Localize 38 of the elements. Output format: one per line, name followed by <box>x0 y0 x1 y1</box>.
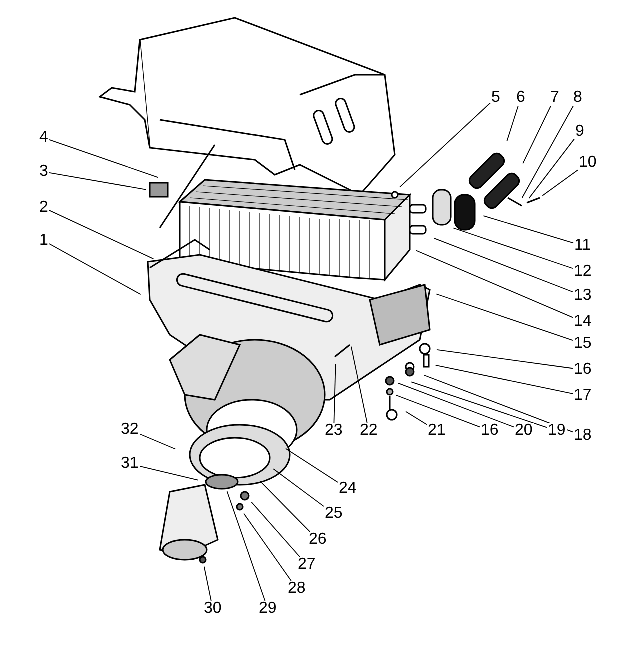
leader-line <box>424 375 574 433</box>
leader-line <box>528 138 575 199</box>
leader-line <box>285 448 338 483</box>
leader-line <box>49 172 147 190</box>
leader-line <box>244 513 292 582</box>
leader-line <box>406 411 428 426</box>
leader-line <box>435 364 574 394</box>
callout-number: 8 <box>572 90 584 106</box>
leader-line <box>411 382 548 428</box>
leader-line <box>140 434 176 450</box>
leader-line <box>416 250 574 318</box>
leader-line <box>453 228 574 270</box>
callout-number: 6 <box>516 90 526 106</box>
leader-line <box>259 480 311 532</box>
leader-line <box>334 364 336 424</box>
leader-line <box>506 106 519 142</box>
leader-line <box>396 395 480 428</box>
leader-line <box>483 216 574 244</box>
leader-line <box>140 466 199 481</box>
leader-line <box>251 502 300 558</box>
leader-line <box>436 294 574 342</box>
leader-line <box>204 566 212 602</box>
leader-line <box>49 244 142 296</box>
leader-line <box>542 170 578 196</box>
leader-line <box>398 383 514 428</box>
leader-line <box>273 468 324 508</box>
callout-number: 32 <box>120 422 140 438</box>
leader-line <box>49 210 154 260</box>
callout-number: 10 <box>578 155 598 171</box>
leader-line <box>522 106 574 198</box>
callout-number: 7 <box>550 90 560 106</box>
leader-line <box>350 346 368 424</box>
leader-line <box>49 139 159 178</box>
leader-line <box>400 102 491 188</box>
leader-line <box>436 350 574 370</box>
leader-line <box>226 491 266 602</box>
leader-line <box>434 238 574 293</box>
leader-line <box>522 106 552 164</box>
